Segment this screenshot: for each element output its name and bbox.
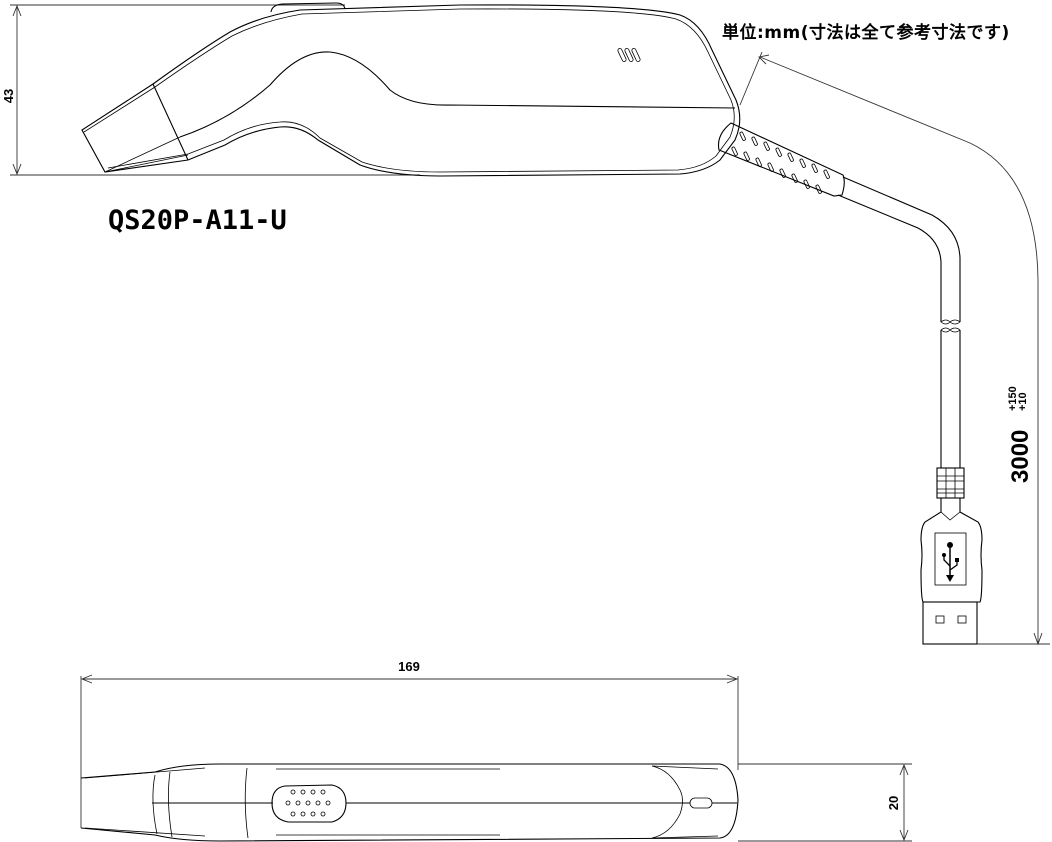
width-dimension: 20 bbox=[738, 763, 912, 842]
speaker-grille bbox=[271, 784, 347, 823]
cable bbox=[717, 122, 961, 468]
scanner-body-inner bbox=[83, 8, 735, 173]
cable-tolerance-lower: +10 bbox=[1017, 392, 1029, 411]
length-dimension: 169 bbox=[80, 659, 739, 828]
top-body-outline bbox=[80, 763, 739, 842]
trigger-button bbox=[270, 2, 346, 13]
cable-length-label: 3000 bbox=[1007, 430, 1034, 483]
model-name: QS20P-A11-U bbox=[108, 205, 287, 236]
strain-relief-ribs bbox=[731, 131, 830, 194]
vent-slots bbox=[617, 48, 641, 62]
top-view: 169 20 bbox=[80, 659, 912, 842]
height-dimension: 43 bbox=[1, 4, 420, 176]
cable-tolerance-upper: +150 bbox=[1007, 386, 1019, 411]
indicator-led bbox=[689, 797, 713, 809]
width-dimension-label: 20 bbox=[886, 796, 901, 810]
grip-curve bbox=[179, 51, 736, 138]
scanner-body-outline bbox=[81, 4, 741, 177]
height-dimension-label: 43 bbox=[1, 89, 16, 103]
usb-connector bbox=[920, 467, 983, 645]
unit-note: 単位:mm(寸法は全て参考寸法です) bbox=[722, 23, 1010, 43]
usb-icon bbox=[942, 542, 959, 582]
length-dimension-label: 169 bbox=[398, 659, 420, 674]
cable-length-dimension: 3000 +150 +10 bbox=[739, 51, 1050, 646]
side-view: 43 bbox=[1, 2, 741, 177]
cable-break bbox=[940, 319, 961, 325]
